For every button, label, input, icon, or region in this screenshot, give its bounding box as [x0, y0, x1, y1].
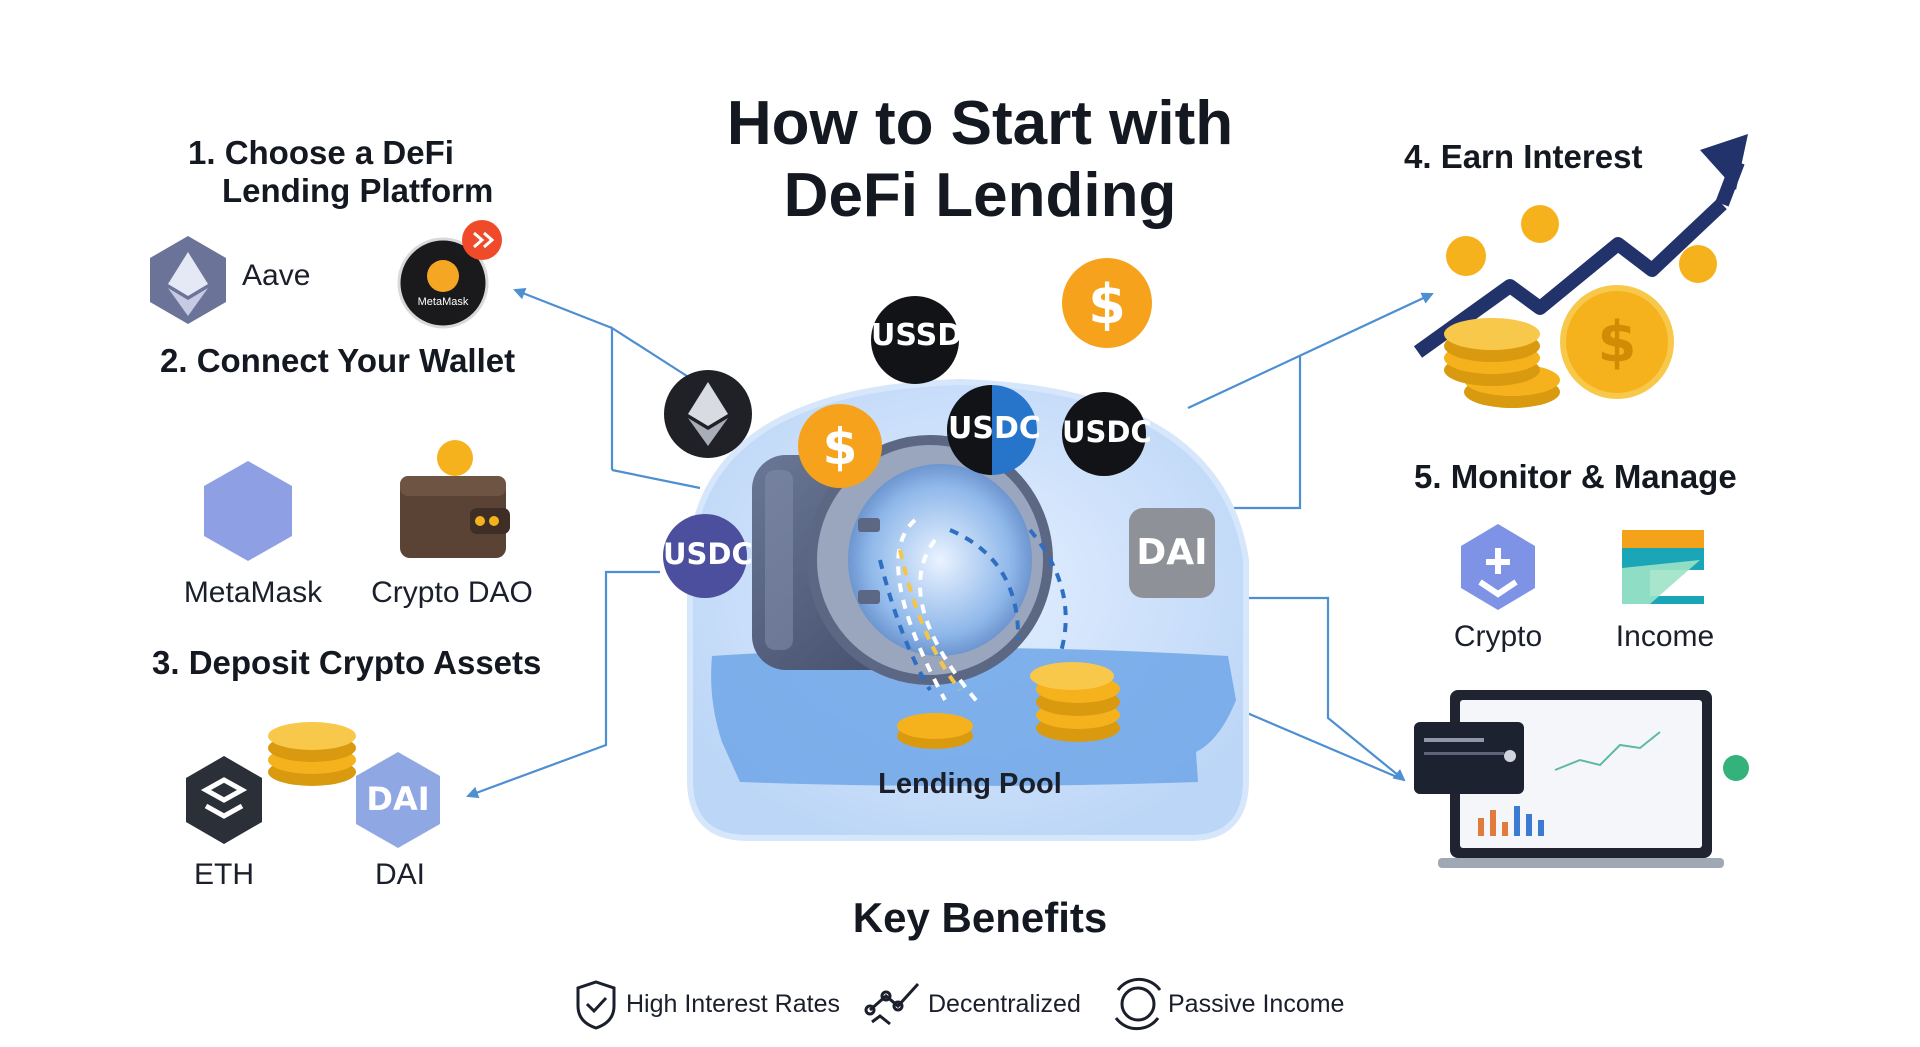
arrow-line-step2 [611, 468, 701, 490]
arrow-to-dashboard [1230, 596, 1406, 782]
benefit-passive-income: Passive Income [1168, 990, 1345, 1018]
dai-badge-text: DAI [1136, 532, 1208, 573]
eth-hex-icon [186, 756, 262, 844]
connector-arrows [466, 290, 1434, 799]
dollar-coin-large-text: $ [1597, 310, 1637, 375]
ussd-token [871, 296, 959, 384]
page-title: How to Start with DeFi Lending [726, 89, 1234, 230]
step2-heading: 2. Connect Your Wallet [160, 342, 516, 379]
step1-heading-line2: Lending Platform [222, 172, 494, 209]
crypto-shield-icon [1461, 524, 1535, 610]
benefit-icons [576, 977, 1162, 1031]
metamask-hex-icon [204, 461, 292, 561]
wallet-icon [400, 440, 510, 558]
aave-eth-hex-icon [150, 236, 226, 324]
metamask-badge-icon [397, 220, 502, 329]
monitor-label-crypto: Crypto [1453, 620, 1543, 653]
metamask-badge-text: MetaMask [417, 296, 469, 308]
arrow-line-step5 [1230, 355, 1302, 510]
income-chart-icon [1622, 530, 1704, 604]
usdc-token-dark [1062, 392, 1146, 476]
step4-heading: 4. Earn Interest [1404, 138, 1643, 175]
aave-label: Aave [242, 259, 311, 292]
deposit-coin-stack [268, 722, 356, 786]
dollar-coin-top-text: $ [1088, 273, 1126, 336]
dai-badge-token [1129, 508, 1215, 598]
step1-heading: 1. Choose a DeFi [188, 134, 454, 171]
coin-cycle-icon [1114, 977, 1162, 1031]
monitor-label-income: Income [1615, 620, 1715, 653]
ussd-token-text: USSD [871, 318, 963, 353]
usd-coin-left [798, 404, 882, 488]
benefit-decentralized: Decentralized [928, 990, 1081, 1018]
arrow-to-step4 [1187, 292, 1434, 409]
dashboard-illustration [1414, 690, 1749, 868]
arrow-to-step3 [466, 570, 660, 799]
asset-label-eth: ETH [194, 858, 254, 891]
lending-pool-label: Lending Pool [878, 768, 1062, 800]
earn-interest-illustration [1413, 134, 1748, 408]
usdc-token-left [663, 514, 747, 598]
dai-hex-text: DAI [366, 780, 430, 818]
benefit-high-interest: High Interest Rates [626, 990, 840, 1018]
usdc-center-text: USDC [948, 411, 1041, 446]
usd-coin-top [1062, 258, 1152, 348]
usdc-dark-text: USDC [1062, 415, 1152, 449]
pool-coins [897, 662, 1120, 749]
dollar-coin-left-text: $ [822, 418, 858, 476]
usdc-left-text: USDC [663, 537, 753, 571]
wallet-label-crypto-dao: Crypto DAO [371, 576, 533, 609]
key-benefits-title: Key Benefits [852, 894, 1108, 941]
dai-hex-icon [356, 752, 440, 848]
floating-tokens [663, 258, 1215, 598]
step5-heading: 5. Monitor & Manage [1414, 458, 1737, 495]
shield-check-icon [576, 980, 616, 1030]
network-graph-icon [864, 982, 920, 1026]
wallet-label-metamask: MetaMask [183, 576, 323, 609]
arrow-to-step1 [515, 290, 691, 470]
step3-heading: 3. Deposit Crypto Assets [152, 644, 542, 681]
arrow-from-pool-right [1239, 708, 1405, 782]
lending-pool-illustration [687, 378, 1249, 841]
asset-label-dai: DAI [374, 858, 425, 891]
